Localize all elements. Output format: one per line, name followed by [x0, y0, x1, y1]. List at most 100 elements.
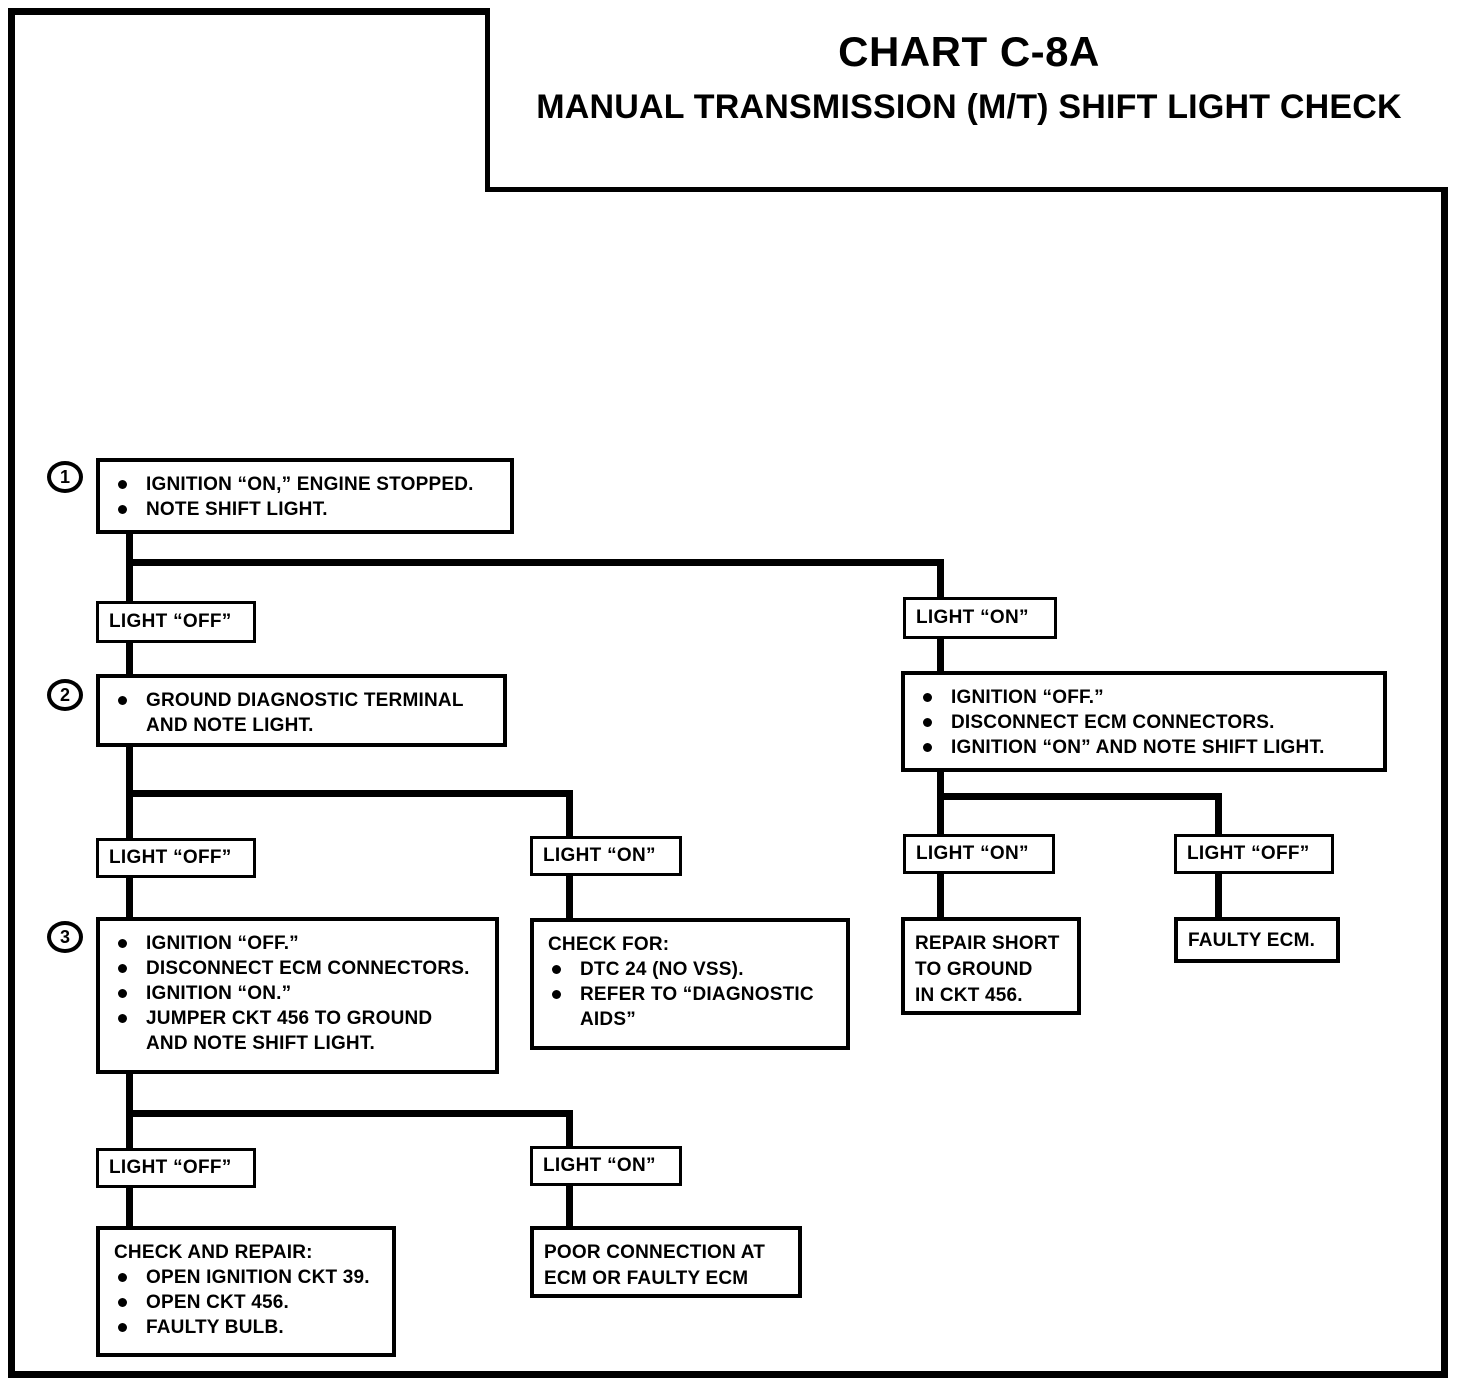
list-item: OPEN CKT 456.: [106, 1290, 384, 1315]
bullet-icon: [118, 989, 127, 998]
branch-right-light-off-label: LIGHT “OFF”: [1174, 834, 1334, 874]
connector-lightoff2-to-step3: [126, 878, 133, 918]
check-for-box: CHECK FOR: DTC 24 (NO VSS). REFER TO “DI…: [530, 918, 850, 1050]
list-item: IGNITION “OFF.”: [911, 685, 1375, 710]
step3-bullet-3-continuation: AND NOTE SHIFT LIGHT.: [146, 1033, 376, 1054]
poor-connection-line-0: POOR CONNECTION AT: [544, 1242, 766, 1263]
step3-bullet-2: IGNITION “ON.”: [146, 983, 292, 1004]
list-item: IGNITION “OFF.”: [106, 931, 487, 956]
bullet-icon: [118, 696, 127, 705]
branch3-light-off-label: LIGHT “OFF”: [96, 1148, 256, 1188]
connector-branchright-left-drop: [937, 793, 944, 838]
step2-bullet-0: GROUND DIAGNOSTIC TERMINAL: [146, 690, 464, 711]
bullet-icon: [923, 718, 932, 727]
bullet-icon: [552, 990, 561, 999]
connector-branch1-horizontal: [126, 559, 944, 566]
ecm-bullet-2: IGNITION “ON” AND NOTE SHIFT LIGHT.: [951, 737, 1325, 758]
step3-bullet-3: JUMPER CKT 456 TO GROUND: [146, 1008, 433, 1029]
step3-bullet-0: IGNITION “OFF.”: [146, 933, 299, 954]
list-item: REFER TO “DIAGNOSTIC AIDS”: [540, 982, 838, 1032]
connector-ecmbox-down: [937, 770, 944, 795]
connector-branchright-horizontal: [937, 793, 1222, 800]
list-item: GROUND DIAGNOSTIC TERMINAL AND NOTE LIGHT…: [106, 688, 495, 738]
list-item: NOTE SHIFT LIGHT.: [106, 497, 502, 522]
list-item: IGNITION “ON.”: [106, 981, 487, 1006]
branch-right-light-on-label: LIGHT “ON”: [903, 834, 1055, 874]
connector-lightoff3-to-faultyecm: [1215, 874, 1222, 917]
check-repair-bullet-2: FAULTY BULB.: [146, 1317, 284, 1338]
step-number-1: 1: [47, 461, 83, 493]
faulty-ecm-text: FAULTY ECM.: [1188, 930, 1316, 951]
connector-lightoff4-to-checkrepair: [126, 1186, 133, 1226]
check-for-bullet-1-continuation: AIDS”: [580, 1009, 636, 1030]
repair-short-line-2: IN CKT 456.: [915, 985, 1023, 1006]
check-for-bullet-list: DTC 24 (NO VSS). REFER TO “DIAGNOSTIC AID…: [540, 957, 838, 1032]
poor-connection-box: POOR CONNECTION AT ECM OR FAULTY ECM: [530, 1226, 802, 1298]
branch1-light-off-label: LIGHT “OFF”: [96, 601, 256, 643]
connector-branchright-right-drop: [1215, 793, 1222, 837]
step-number-2: 2: [47, 679, 83, 711]
ecm-box-bullet-list: IGNITION “OFF.” DISCONNECT ECM CONNECTOR…: [911, 685, 1375, 760]
bullet-icon: [118, 480, 127, 489]
step1-bullet-0: IGNITION “ON,” ENGINE STOPPED.: [146, 474, 474, 495]
step1-bullet-list: IGNITION “ON,” ENGINE STOPPED. NOTE SHIF…: [106, 472, 502, 522]
list-item: IGNITION “ON” AND NOTE SHIFT LIGHT.: [911, 735, 1375, 760]
ecm-bullet-0: IGNITION “OFF.”: [951, 687, 1104, 708]
connector-branch2-right-drop: [566, 790, 573, 838]
faulty-ecm-box: FAULTY ECM.: [1174, 917, 1340, 963]
bullet-icon: [118, 1323, 127, 1332]
repair-short-line-0: REPAIR SHORT: [915, 933, 1060, 954]
title-block: CHART C-8A MANUAL TRANSMISSION (M/T) SHI…: [485, 8, 1448, 192]
bullet-icon: [118, 505, 127, 514]
check-for-heading: CHECK FOR:: [548, 934, 670, 955]
list-item: DISCONNECT ECM CONNECTORS.: [911, 710, 1375, 735]
list-item: OPEN IGNITION CKT 39.: [106, 1265, 384, 1290]
check-and-repair-box: CHECK AND REPAIR: OPEN IGNITION CKT 39. …: [96, 1226, 396, 1357]
bullet-icon: [923, 693, 932, 702]
check-for-bullet-1: REFER TO “DIAGNOSTIC: [580, 984, 814, 1005]
connector-branch3-right-drop: [566, 1110, 573, 1148]
step2-box: GROUND DIAGNOSTIC TERMINAL AND NOTE LIGHT…: [96, 674, 507, 747]
step3-box: IGNITION “OFF.” DISCONNECT ECM CONNECTOR…: [96, 917, 499, 1074]
poor-connection-line-1: ECM OR FAULTY ECM: [544, 1268, 749, 1289]
connector-branch3-horizontal: [126, 1110, 573, 1117]
step3-bullet-list: IGNITION “OFF.” DISCONNECT ECM CONNECTOR…: [106, 931, 487, 1056]
connector-step2-down: [126, 745, 133, 793]
connector-lighton4-to-poorconnection: [566, 1186, 573, 1226]
step-number-3: 3: [47, 921, 83, 953]
check-repair-bullet-0: OPEN IGNITION CKT 39.: [146, 1267, 370, 1288]
check-for-bullet-0: DTC 24 (NO VSS).: [580, 959, 744, 980]
connector-branch2-left-drop: [126, 790, 133, 840]
bullet-icon: [118, 964, 127, 973]
repair-short-line-1: TO GROUND: [915, 959, 1033, 980]
step1-box: IGNITION “ON,” ENGINE STOPPED. NOTE SHIF…: [96, 458, 514, 534]
list-item: JUMPER CKT 456 TO GROUND AND NOTE SHIFT L…: [106, 1006, 487, 1056]
bullet-icon: [118, 939, 127, 948]
connector-branch1-right-drop: [937, 559, 944, 601]
chart-id: CHART C-8A: [838, 28, 1100, 75]
bullet-icon: [923, 743, 932, 752]
step1-bullet-1: NOTE SHIFT LIGHT.: [146, 499, 328, 520]
ignition-off-disconnect-ecm-box: IGNITION “OFF.” DISCONNECT ECM CONNECTOR…: [901, 671, 1387, 772]
check-repair-bullet-1: OPEN CKT 456.: [146, 1292, 290, 1313]
branch3-light-on-label: LIGHT “ON”: [530, 1146, 682, 1186]
list-item: FAULTY BULB.: [106, 1315, 384, 1340]
bullet-icon: [118, 1014, 127, 1023]
step2-bullet-list: GROUND DIAGNOSTIC TERMINAL AND NOTE LIGHT…: [106, 688, 495, 738]
ecm-bullet-1: DISCONNECT ECM CONNECTORS.: [951, 712, 1275, 733]
bullet-icon: [552, 965, 561, 974]
list-item: DISCONNECT ECM CONNECTORS.: [106, 956, 487, 981]
connector-lightoff1-to-step2: [126, 641, 133, 674]
connector-branch3-left-drop: [126, 1110, 133, 1150]
branch2-light-off-label: LIGHT “OFF”: [96, 838, 256, 878]
step3-bullet-1: DISCONNECT ECM CONNECTORS.: [146, 958, 470, 979]
connector-step1-down: [126, 530, 133, 566]
chart-subtitle: MANUAL TRANSMISSION (M/T) SHIFT LIGHT CH…: [536, 88, 1402, 126]
bullet-icon: [118, 1273, 127, 1282]
connector-branch1-left-drop: [126, 559, 133, 604]
bullet-icon: [118, 1298, 127, 1307]
step2-bullet-0-continuation: AND NOTE LIGHT.: [146, 715, 314, 736]
check-and-repair-heading: CHECK AND REPAIR:: [114, 1242, 313, 1263]
connector-lighton2-to-checkfor: [566, 876, 573, 918]
